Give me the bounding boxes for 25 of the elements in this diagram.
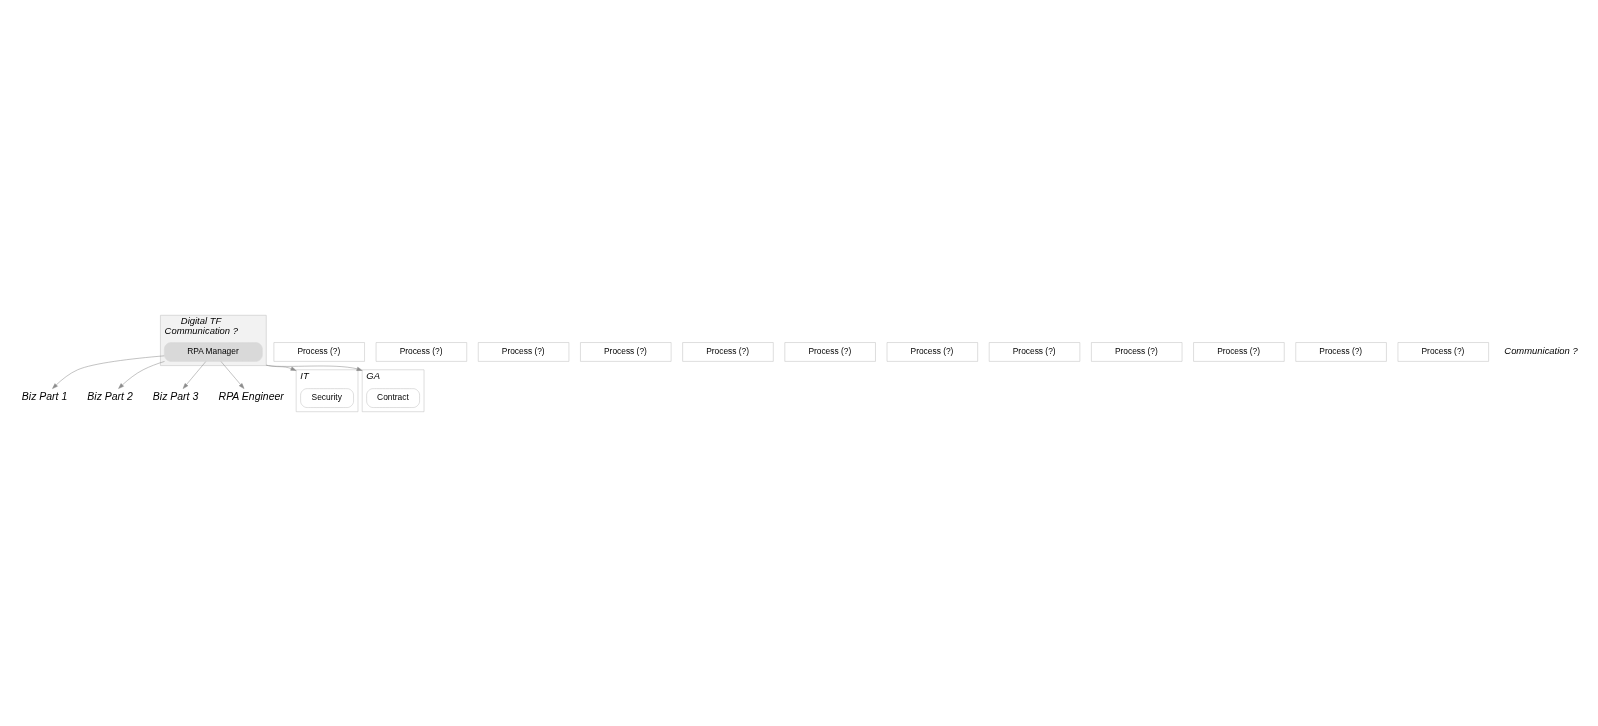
node-text: RPA Engineer xyxy=(218,390,284,402)
node-box: RPA Manager xyxy=(163,341,263,362)
node-box: Process (?) xyxy=(784,341,876,362)
arrow xyxy=(51,355,164,389)
arrow xyxy=(265,364,362,371)
node-box: Process (?) xyxy=(375,341,467,362)
node-box: Contract xyxy=(365,387,420,408)
node-box: Security xyxy=(299,387,354,408)
node-box: Process (?) xyxy=(988,341,1080,362)
node-text: Biz Part 1 xyxy=(21,390,67,402)
arrow xyxy=(220,360,244,389)
node-box: Process (?) xyxy=(579,341,671,362)
node-box: Process (?) xyxy=(886,341,978,362)
label: Communication ? xyxy=(1503,344,1578,356)
node-box: Process (?) xyxy=(1397,341,1489,362)
arrow xyxy=(117,360,165,389)
node-box: Process (?) xyxy=(477,341,569,362)
node-text: Biz Part 3 xyxy=(152,390,198,402)
node-box: Process (?) xyxy=(1295,341,1387,362)
node-text: Biz Part 2 xyxy=(86,390,133,402)
node-box: Process (?) xyxy=(681,341,774,362)
node-box: Process (?) xyxy=(273,341,365,362)
arrow xyxy=(182,360,206,389)
node-box: Process (?) xyxy=(1090,341,1182,362)
node-box: Process (?) xyxy=(1192,341,1284,362)
